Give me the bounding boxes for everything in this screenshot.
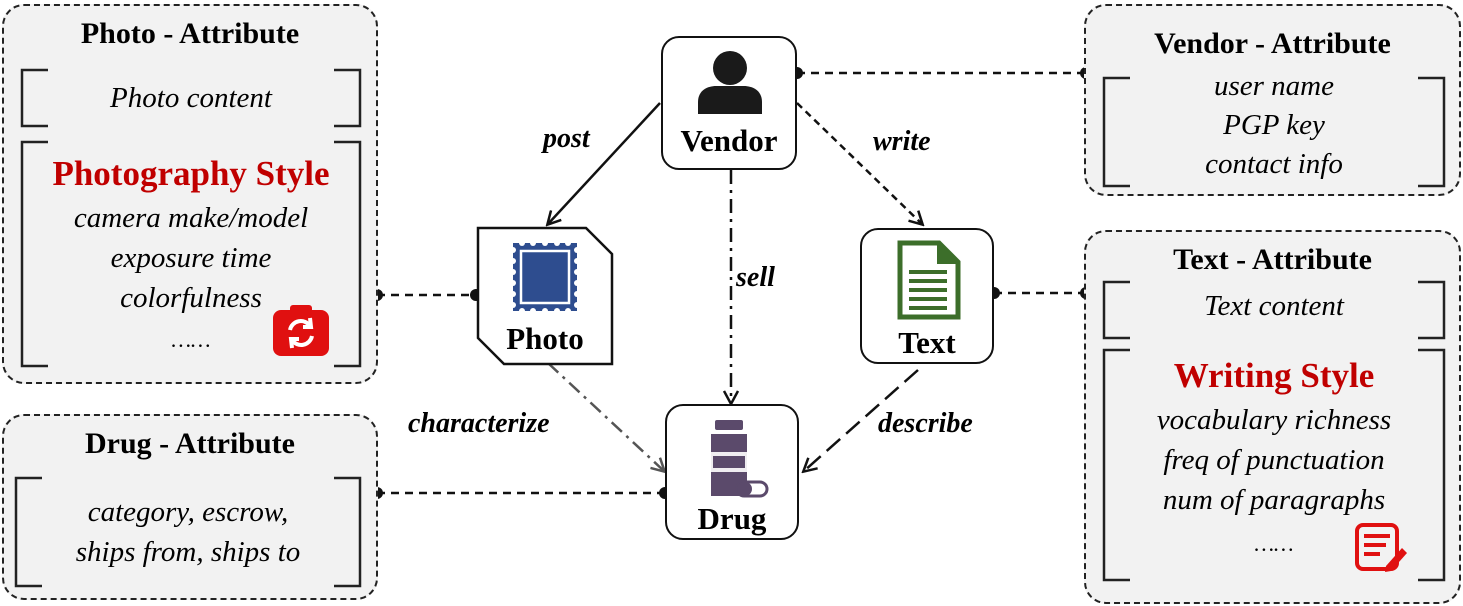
edge-label-describe: describe <box>878 408 973 439</box>
edge-label-post: post <box>543 123 590 154</box>
writing-style-bracket: Writing Style vocabulary richness freq o… <box>1100 348 1448 582</box>
drug-attribute-item: ships from, ships to <box>75 536 301 568</box>
edge-write <box>796 102 922 224</box>
photo-attribute-panel: Photo - Attribute Photo content Photogra… <box>2 4 378 384</box>
drug-attribute-panel: Drug - Attribute category, escrow, ships… <box>2 414 378 600</box>
vendor-attribute-title: Vendor - Attribute <box>1154 27 1391 60</box>
bracket-lines <box>20 140 362 368</box>
photo-style-item: …… <box>171 327 211 352</box>
drug-node: Drug <box>665 404 799 540</box>
pill-bottle-icon <box>711 420 769 498</box>
edge-label-write: write <box>873 126 931 157</box>
edge-post <box>548 102 661 224</box>
photo-style-item: colorfulness <box>120 282 262 314</box>
vendor-attribute-item: contact info <box>1205 148 1343 180</box>
person-icon <box>698 51 762 114</box>
text-style-item: vocabulary richness <box>1156 404 1392 436</box>
bracket-lines <box>1102 348 1446 582</box>
photo-content-bracket: Photo content <box>18 68 364 128</box>
bracket-lines <box>1102 76 1446 188</box>
text-style-item: num of paragraphs <box>1162 484 1386 516</box>
text-attribute-panel: Text - Attribute Text content Writing St… <box>1084 230 1461 604</box>
edge-label-characterize: characterize <box>408 408 550 439</box>
text-attribute-title: Text - Attribute <box>1173 243 1372 276</box>
photo-content-label: Photo content <box>110 82 272 114</box>
text-content-label: Text content <box>1204 290 1344 322</box>
text-style-item: freq of punctuation <box>1163 444 1385 476</box>
drug-attribute-item: category, escrow, <box>87 496 289 528</box>
drug-node-label: Drug <box>697 501 767 536</box>
photo-attribute-title: Photo - Attribute <box>80 17 300 50</box>
photography-style-bracket: Photography Style camera make/model expo… <box>18 140 364 368</box>
text-style-item: …… <box>1254 531 1294 556</box>
edge-characterize <box>547 362 664 471</box>
camera-rotate-icon <box>273 305 329 356</box>
vendor-attribute-panel: Vendor - Attribute user name PGP key con… <box>1084 4 1461 196</box>
photo-node-label: Photo <box>506 321 584 356</box>
text-node-label: Text <box>898 325 956 360</box>
edit-list-icon <box>1355 523 1407 572</box>
photo-style-item: camera make/model <box>73 202 309 234</box>
document-icon <box>897 240 961 320</box>
vendor-node-label: Vendor <box>680 123 778 158</box>
drug-attribute-title: Drug - Attribute <box>85 427 295 460</box>
vendor-attribute-bracket: user name PGP key contact info <box>1100 70 1448 188</box>
photography-style-title: Photography Style <box>52 154 330 193</box>
bracket-lines <box>1102 280 1446 340</box>
text-node: Text <box>860 228 994 364</box>
photo-node: Photo <box>476 226 614 366</box>
bracket-lines <box>20 68 362 128</box>
vendor-attribute-item: user name <box>1213 70 1334 102</box>
writing-style-title: Writing Style <box>1173 356 1375 395</box>
vendor-node: Vendor <box>661 36 797 170</box>
stamp-photo-icon <box>510 240 580 314</box>
vendor-attribute-item: PGP key <box>1223 109 1325 141</box>
edge-label-sell: sell <box>736 262 775 293</box>
drug-attribute-bracket: category, escrow, ships from, ships to <box>12 476 364 588</box>
bracket-lines <box>14 476 362 588</box>
text-content-bracket: Text content <box>1100 280 1448 340</box>
photo-style-item: exposure time <box>110 242 272 274</box>
